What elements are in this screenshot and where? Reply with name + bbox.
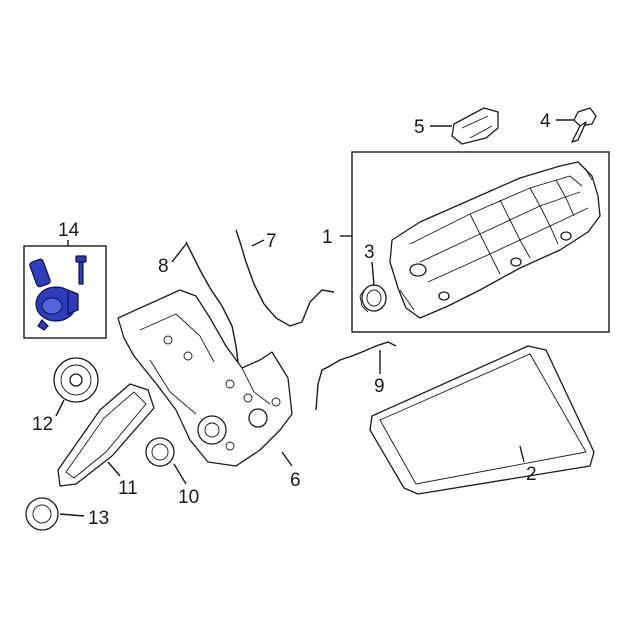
cover-bolt bbox=[571, 107, 597, 143]
leader-3 bbox=[371, 261, 375, 287]
leader-2 bbox=[519, 445, 525, 463]
oil-baffle bbox=[451, 107, 499, 145]
valve-cover bbox=[389, 161, 601, 319]
callout-12: 12 bbox=[32, 414, 53, 435]
valve-cover-group-frame bbox=[351, 151, 610, 333]
oil-filler-seal bbox=[359, 284, 387, 313]
timing-cover-gasket-left bbox=[185, 241, 239, 363]
callout-7: 7 bbox=[266, 231, 277, 252]
callout-10: 10 bbox=[178, 487, 199, 508]
callout-8: 8 bbox=[158, 256, 169, 277]
callout-2: 2 bbox=[526, 464, 537, 485]
leader-13 bbox=[59, 513, 85, 517]
cam-sprocket bbox=[53, 357, 99, 403]
cover-gasket-wire bbox=[315, 341, 397, 411]
callout-1: 1 bbox=[322, 227, 333, 248]
vct-solenoid bbox=[29, 258, 79, 331]
oil-pan-gasket bbox=[369, 345, 595, 495]
callout-6: 6 bbox=[290, 470, 301, 491]
crank-seal bbox=[145, 437, 175, 467]
crank-sprocket bbox=[25, 497, 59, 531]
leader-10 bbox=[173, 463, 187, 485]
leader-8 bbox=[171, 243, 187, 263]
callout-11: 11 bbox=[118, 478, 138, 499]
callout-3: 3 bbox=[364, 242, 375, 263]
timing-cover-gasket bbox=[235, 229, 335, 327]
callout-4: 4 bbox=[540, 111, 551, 132]
timing-chain bbox=[57, 383, 155, 487]
solenoid-bolt bbox=[75, 255, 87, 285]
timing-cover bbox=[117, 289, 293, 467]
solenoid-group-frame bbox=[23, 245, 107, 339]
leader-12 bbox=[55, 399, 65, 417]
callout-5: 5 bbox=[414, 117, 425, 138]
callout-13: 13 bbox=[88, 508, 109, 529]
leader-11 bbox=[107, 461, 121, 477]
callout-9: 9 bbox=[374, 376, 385, 397]
leader-7 bbox=[251, 239, 265, 247]
callout-14: 14 bbox=[58, 220, 80, 241]
leader-6 bbox=[281, 451, 293, 467]
